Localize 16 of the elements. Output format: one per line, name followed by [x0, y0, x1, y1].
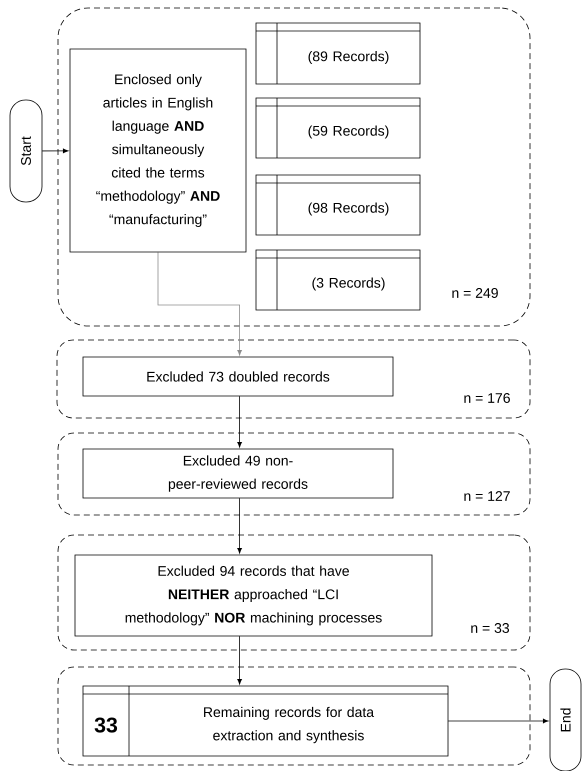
database-box: (89 Records) — [256, 22, 420, 84]
database-box: (59 Records) — [256, 98, 420, 158]
process-box: Excluded 94 records that have NEITHER approached “LCI methodology” NOR machining processes — [74, 554, 432, 636]
process-box: Excluded 49 non-peer-reviewed records — [82, 448, 394, 498]
process-box: Excluded 73 doubled records — [82, 356, 394, 396]
arrow — [237, 636, 242, 684]
database-box: (3 Records) — [256, 250, 420, 310]
record-box: 33 Remaining records for data extraction and synthesis — [82, 686, 448, 756]
database-box: (98 Records) — [256, 174, 420, 236]
arrow — [42, 148, 68, 154]
arrow — [237, 396, 242, 448]
process-box: Enclosed only articles in English language AND simultaneously cited the terms “methodology” AND “manufacturing” — [70, 48, 246, 252]
arrow — [158, 252, 242, 356]
dashed-group-box — [58, 666, 530, 766]
arrow — [448, 718, 548, 724]
arrow — [237, 498, 242, 554]
